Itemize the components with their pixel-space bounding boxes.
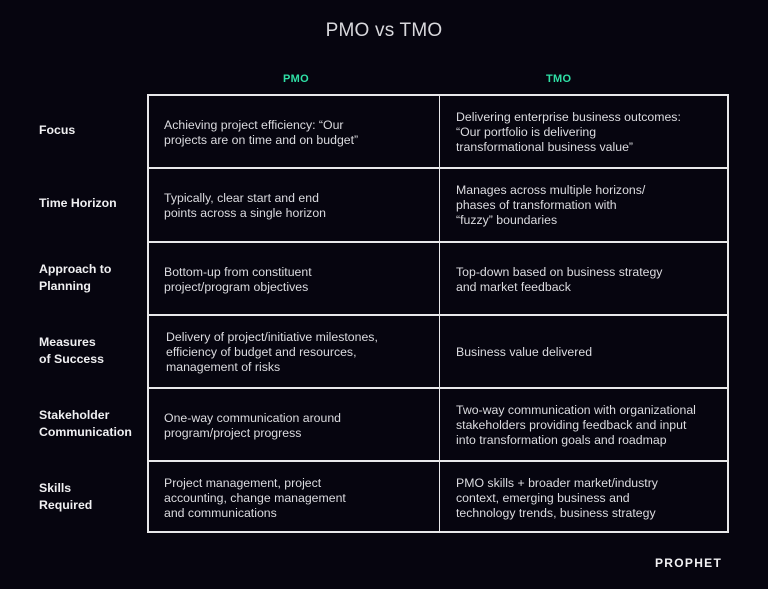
- cell-line: points across a single horizon: [164, 205, 326, 220]
- cell-line: Business value delivered: [456, 345, 593, 359]
- row-label-line: of Success: [39, 351, 104, 366]
- cell-line: Top-down based on business strategy: [456, 264, 663, 279]
- cell-line: Two-way communication with organizationa…: [456, 403, 696, 417]
- cell-tmo: Two-way communication with organizationa…: [456, 389, 724, 462]
- cell-line: Delivery of project/initiative milestone…: [166, 330, 378, 344]
- row-divider: [149, 460, 727, 462]
- cell-tmo: Delivering enterprise business outcomes:…: [456, 96, 724, 169]
- cell-line: “fuzzy” boundaries: [456, 213, 558, 227]
- row-label-line: Measures: [39, 334, 96, 349]
- cell-line: and communications: [164, 506, 277, 520]
- cell-tmo: Manages across multiple horizons/ phases…: [456, 169, 724, 242]
- cell-pmo: Achieving project efficiency: “Our proje…: [164, 96, 434, 169]
- cell-line: project/program objectives: [164, 279, 309, 294]
- row-label-line: Communication: [39, 424, 132, 439]
- cell-line: technology trends, business strategy: [456, 506, 656, 520]
- row-label-line: Required: [39, 497, 93, 512]
- cell-line: PMO skills + broader market/industry: [456, 476, 658, 490]
- cell-line: Project management, project: [164, 476, 322, 490]
- row-label-line: Skills: [39, 480, 72, 495]
- row-label-line: Focus: [39, 123, 76, 137]
- row-label-stakeholder-communication: Stakeholder Communication: [39, 387, 147, 460]
- table-row-measures-of-success: Delivery of project/initiative milestone…: [149, 316, 727, 389]
- cell-line: Bottom-up from constituent: [164, 264, 312, 279]
- page-title: PMO vs TMO: [325, 20, 443, 41]
- column-header-pmo: PMO: [283, 73, 309, 85]
- row-label-line: Approach to: [39, 261, 112, 276]
- cell-line: Manages across multiple horizons/: [456, 183, 646, 197]
- cell-pmo: Delivery of project/initiative milestone…: [166, 316, 436, 389]
- row-label-approach-to-planning: Approach to Planning: [39, 241, 147, 314]
- comparison-table: Achieving project efficiency: “Our proje…: [147, 94, 729, 533]
- cell-pmo: Project management, project accounting, …: [164, 462, 434, 535]
- column-header-tmo: TMO: [546, 73, 572, 85]
- cell-line: program/project progress: [164, 425, 302, 440]
- table-row-approach-to-planning: Bottom-up from constituent project/progr…: [149, 243, 727, 316]
- cell-line: into transformation goals and roadmap: [456, 433, 667, 447]
- table-row-time-horizon: Typically, clear start and end points ac…: [149, 169, 727, 242]
- row-divider: [149, 241, 727, 243]
- cell-line: efficiency of budget and resources,: [166, 345, 357, 359]
- row-divider: [149, 167, 727, 169]
- table-row-focus: Achieving project efficiency: “Our proje…: [149, 96, 727, 169]
- table-row-stakeholder-communication: One-way communication around program/pro…: [149, 389, 727, 462]
- brand-logo: PROPHET: [655, 556, 723, 570]
- cell-line: context, emerging business and: [456, 491, 630, 505]
- cell-line: stakeholders providing feedback and inpu…: [456, 418, 687, 432]
- row-divider: [149, 387, 727, 389]
- cell-line: “Our portfolio is delivering: [456, 125, 597, 139]
- cell-tmo: PMO skills + broader market/industry con…: [456, 462, 724, 535]
- row-label-focus: Focus: [39, 94, 147, 167]
- cell-line: phases of transformation with: [456, 198, 617, 212]
- row-divider: [149, 314, 727, 316]
- cell-line: transformational business value”: [456, 140, 634, 154]
- cell-pmo: One-way communication around program/pro…: [164, 389, 434, 462]
- row-label-skills-required: Skills Required: [39, 460, 147, 533]
- cell-pmo: Bottom-up from constituent project/progr…: [164, 243, 434, 316]
- column-divider: [439, 96, 440, 531]
- table-row-skills-required: Project management, project accounting, …: [149, 462, 727, 535]
- cell-line: and market feedback: [456, 279, 571, 294]
- cell-line: Typically, clear start and end: [164, 190, 319, 205]
- cell-line: Achieving project efficiency: “Our: [164, 117, 344, 132]
- cell-line: projects are on time and on budget”: [164, 132, 359, 147]
- cell-line: One-way communication around: [164, 410, 342, 425]
- row-label-line: Stakeholder: [39, 407, 110, 422]
- cell-tmo: Top-down based on business strategy and …: [456, 243, 724, 316]
- row-label-line: Time Horizon: [39, 196, 117, 210]
- row-label-measures-of-success: Measures of Success: [39, 314, 147, 387]
- cell-tmo: Business value delivered: [456, 316, 724, 389]
- cell-line: Delivering enterprise business outcomes:: [456, 110, 681, 124]
- cell-line: accounting, change management: [164, 491, 346, 505]
- row-label-line: Planning: [39, 278, 91, 293]
- cell-line: management of risks: [166, 360, 281, 374]
- row-label-time-horizon: Time Horizon: [39, 167, 147, 240]
- cell-pmo: Typically, clear start and end points ac…: [164, 169, 434, 242]
